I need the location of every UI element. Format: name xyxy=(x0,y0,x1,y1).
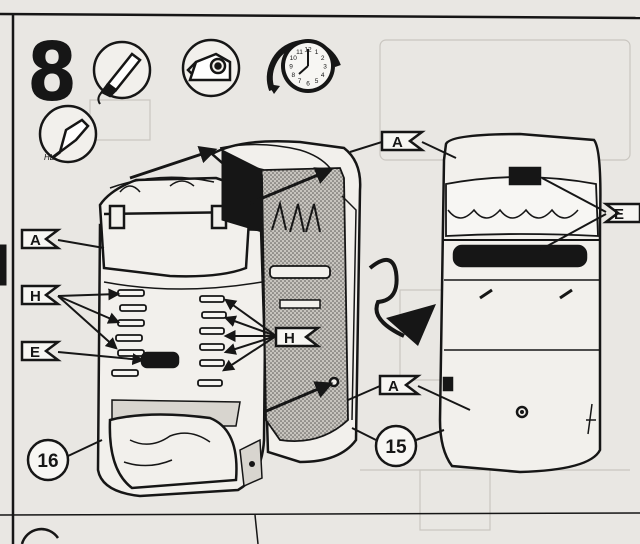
clock-numeral: 7 xyxy=(298,78,302,85)
svg-text:H: H xyxy=(284,330,295,347)
clock-numeral: 1 xyxy=(315,49,319,56)
clock-numeral: 9 xyxy=(289,64,293,71)
svg-text:15: 15 xyxy=(385,437,407,458)
clock-numeral: 10 xyxy=(290,55,298,62)
callout-e-left: E xyxy=(20,340,145,366)
svg-text:H: H xyxy=(30,288,41,305)
clock-numeral: 3 xyxy=(323,64,327,71)
clock-numeral: 2 xyxy=(321,55,325,62)
callout-a-left: A xyxy=(20,228,105,250)
clock-numeral: 6 xyxy=(306,81,310,88)
front-panel-inner-view xyxy=(438,132,602,474)
part-number-16: 16 xyxy=(26,438,103,482)
svg-text:16: 16 xyxy=(37,451,58,472)
clock-numeral: 11 xyxy=(296,49,303,56)
svg-text:E: E xyxy=(30,344,40,361)
clock-numeral: 8 xyxy=(291,72,295,79)
callout-h-left: H xyxy=(20,284,121,350)
callout-h-mid: H xyxy=(221,298,322,372)
svg-text:A: A xyxy=(30,232,41,249)
clock-numeral: 4 xyxy=(321,72,325,79)
callout-a-top-right: A xyxy=(349,130,457,159)
step-frame xyxy=(0,12,640,544)
svg-text:A: A xyxy=(392,134,403,151)
tape-dispenser-icon xyxy=(181,38,241,98)
paint-brush-icon: HL xyxy=(38,104,98,164)
callout-a-bottom-right: A xyxy=(347,374,471,411)
backpack-front-assembled xyxy=(96,176,268,498)
step-number: 8 xyxy=(27,25,77,119)
assembly-arrows xyxy=(129,146,334,414)
glue-tube-icon xyxy=(92,40,152,105)
svg-text:E: E xyxy=(614,206,624,223)
antler-struts xyxy=(271,200,321,233)
rotate-arrow xyxy=(368,258,436,346)
next-step-marker xyxy=(20,527,60,544)
clock-numeral: 12 xyxy=(304,47,312,54)
paint-brush-label: HL xyxy=(44,153,54,162)
clock-numeral: 5 xyxy=(315,78,319,85)
part-number-15: 15 xyxy=(351,424,445,468)
svg-text:A: A xyxy=(388,378,399,395)
callout-e-right: E xyxy=(539,177,640,251)
